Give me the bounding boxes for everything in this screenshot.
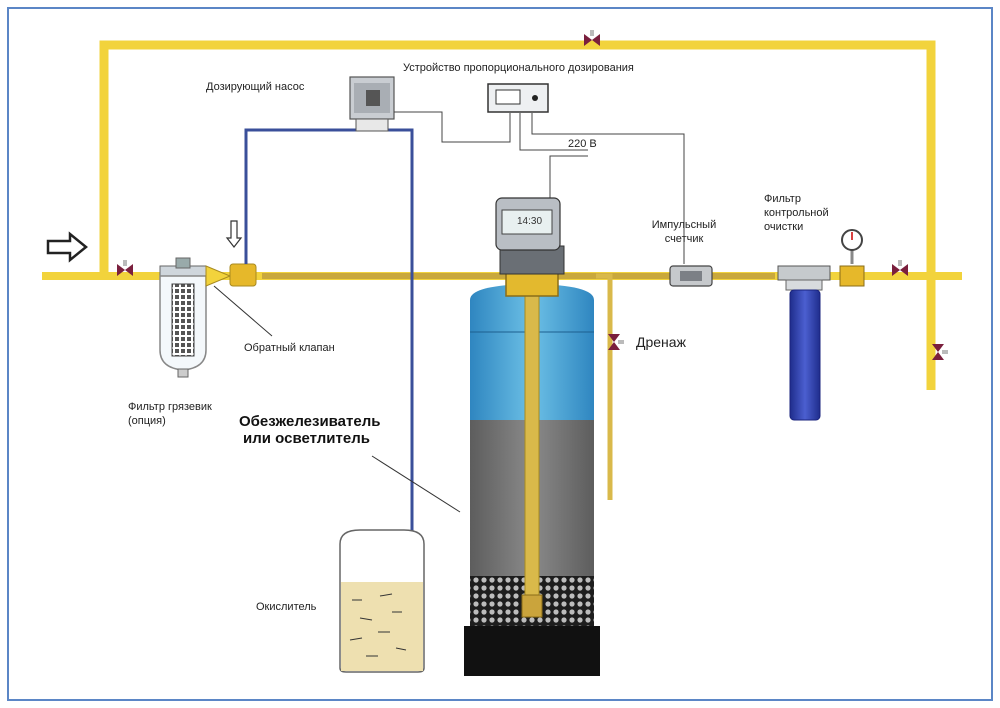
control-filter-label: Фильтр контрольной очистки [764,192,829,234]
filter-tank [464,284,600,676]
pump-signal-wire [394,111,511,143]
dosing-pump-label: Дозирующий насос [206,81,305,93]
valve-icon [584,30,600,46]
counter-wire [531,113,685,264]
dosing-pump [349,76,395,132]
impulse-counter-label-line1: Импульсный [651,219,717,231]
down-arrow-icon [225,220,243,248]
power-wire [519,113,588,151]
controller-wire [549,155,588,198]
drain-label: Дренаж [636,334,686,350]
check-valve [205,263,257,287]
deferrizer-label-line2: или осветлитель [243,430,370,447]
valve-icon [117,260,133,276]
controller-display: 14:30 [517,216,543,227]
check-valve-label: Обратный клапан [244,342,335,354]
pressure-gauge-icon [839,229,865,287]
dosing-tube [244,128,370,264]
mud-filter-label-line1: Фильтр грязевик [128,401,212,413]
control-valve-head [495,197,565,297]
drain-pipe [596,273,613,500]
diagram-frame [7,7,993,701]
control-filter [777,265,831,421]
deferrizer-label: Обезжелезиватель или осветлитель [239,413,380,447]
check-valve-pointer [213,285,273,337]
proportional-device-label: Устройство пропорционального дозирования [403,62,634,74]
valve-icon [932,344,948,360]
oxidizer-label: Окислитель [256,601,317,613]
impulse-counter-label-line2: счетчик [664,233,704,245]
proportional-dosing-device [487,83,549,113]
deferrizer-pointer [371,455,461,513]
valve-icon [608,334,624,350]
inlet-arrow-icon [46,231,88,263]
impulse-counter-label: Импульсный счетчик [646,218,722,246]
deferrizer-label-line1: Обезжелезиватель [239,413,381,430]
mud-filter-label: Фильтр грязевик (опция) [128,400,212,428]
control-filter-label-line2: контрольной [764,207,829,219]
control-filter-label-line3: очистки [764,221,804,233]
control-filter-label-line1: Фильтр [764,193,801,205]
mud-filter-label-line2: (опция) [128,415,166,427]
oxidizer-tank [339,529,425,673]
valve-icon [892,260,908,276]
bypass-pipe [99,40,936,390]
voltage-label: 220 В [568,138,597,150]
impulse-counter [669,265,713,287]
mud-filter [159,257,207,378]
